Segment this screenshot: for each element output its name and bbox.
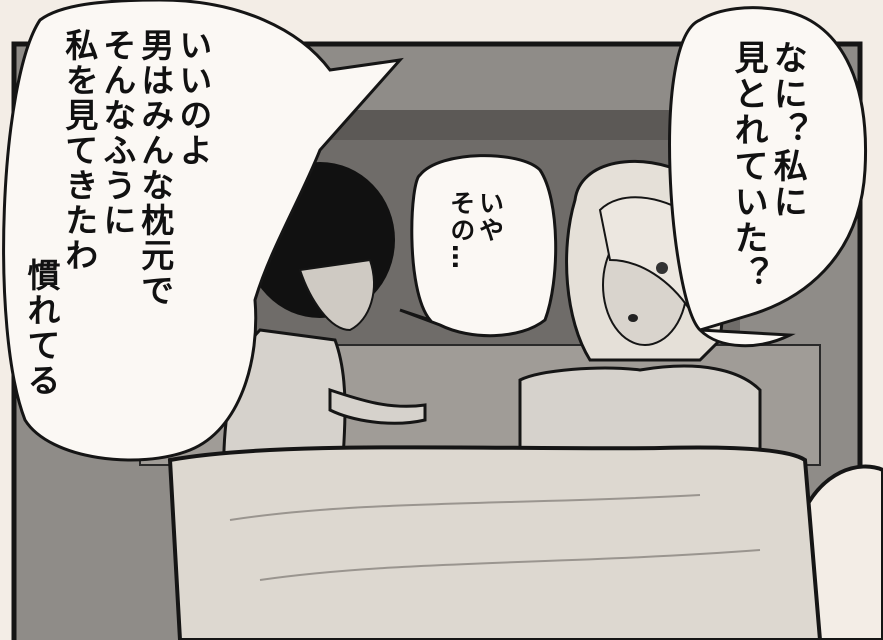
bubble-middle-line-2: その… <box>446 190 476 271</box>
bubble-left-line-4: 私を見てきたわ <box>59 28 99 273</box>
bubble-right-line-2: 見とれていた？ <box>728 40 769 292</box>
bubble-left-text: いいのよ 男はみんな枕元で そんなふうに 私を見てきたわ 慣れてる <box>21 28 213 448</box>
blanket <box>167 445 823 640</box>
bubble-right-line-1: なに？私に <box>767 40 808 220</box>
speech-bubble-middle <box>399 154 558 338</box>
speech-bubble-left <box>2 0 404 462</box>
bubble-right-text: なに？私に 見とれていた？ <box>728 40 808 320</box>
bubble-left-line-1: いいのよ <box>173 28 213 168</box>
bubble-middle-text: いや その… <box>446 190 505 310</box>
bubble-left-line-2: 男はみんな枕元で <box>135 28 175 308</box>
bubble-middle-line-1: いや <box>475 190 505 244</box>
bubble-left-line-5: 慣れてる <box>21 258 61 398</box>
speech-bubble-right <box>668 6 868 348</box>
bubble-left-line-3: そんなふうに <box>97 28 137 238</box>
